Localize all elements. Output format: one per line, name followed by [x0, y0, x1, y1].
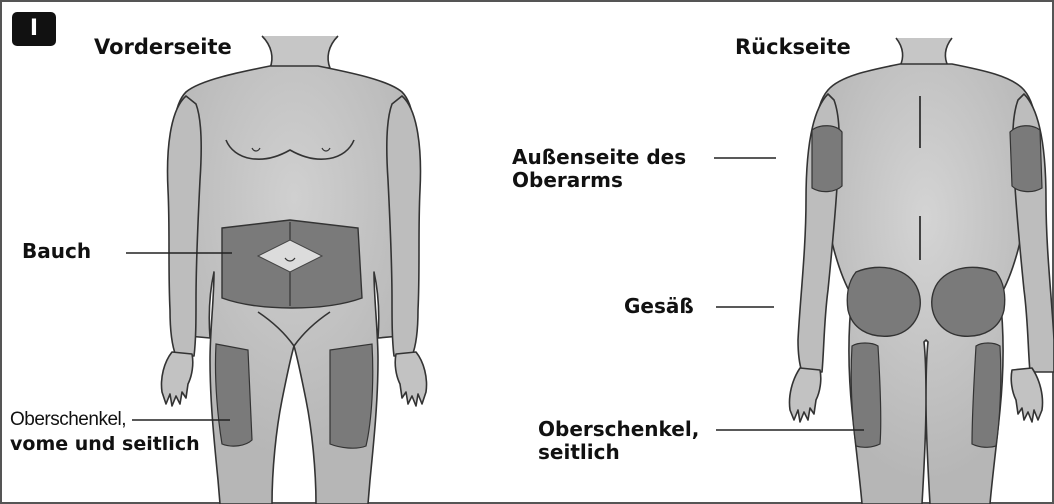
upper-arm-label-line2: Oberarms: [512, 169, 623, 192]
back-left-upper-arm-zone: [812, 126, 842, 192]
back-right-upper-arm-zone: [1010, 126, 1042, 192]
buttock-right-zone: [932, 267, 1005, 336]
back-body: [789, 38, 1054, 504]
front-thigh-label-line2: vome und seitlich: [10, 433, 200, 456]
back-left-thigh-zone: [851, 343, 881, 447]
back-thigh-label-line2: seitlich: [538, 441, 620, 464]
front-left-thigh-zone: [215, 344, 252, 446]
upper-arm-label-line1: Außenseite des: [512, 146, 686, 169]
front-thigh-label-line1: Oberschenkel,: [10, 408, 126, 431]
panel-badge: I: [12, 12, 56, 46]
back-view-title: Rückseite: [735, 35, 851, 59]
abdomen-label: Bauch: [22, 240, 91, 263]
back-right-thigh-zone: [972, 343, 1001, 447]
buttocks-label: Gesäß: [624, 295, 694, 318]
back-thigh-label-line1: Oberschenkel,: [538, 418, 699, 441]
buttock-left-zone: [847, 267, 920, 336]
front-right-thigh-zone: [330, 344, 373, 448]
front-view-title: Vorderseite: [94, 35, 232, 59]
